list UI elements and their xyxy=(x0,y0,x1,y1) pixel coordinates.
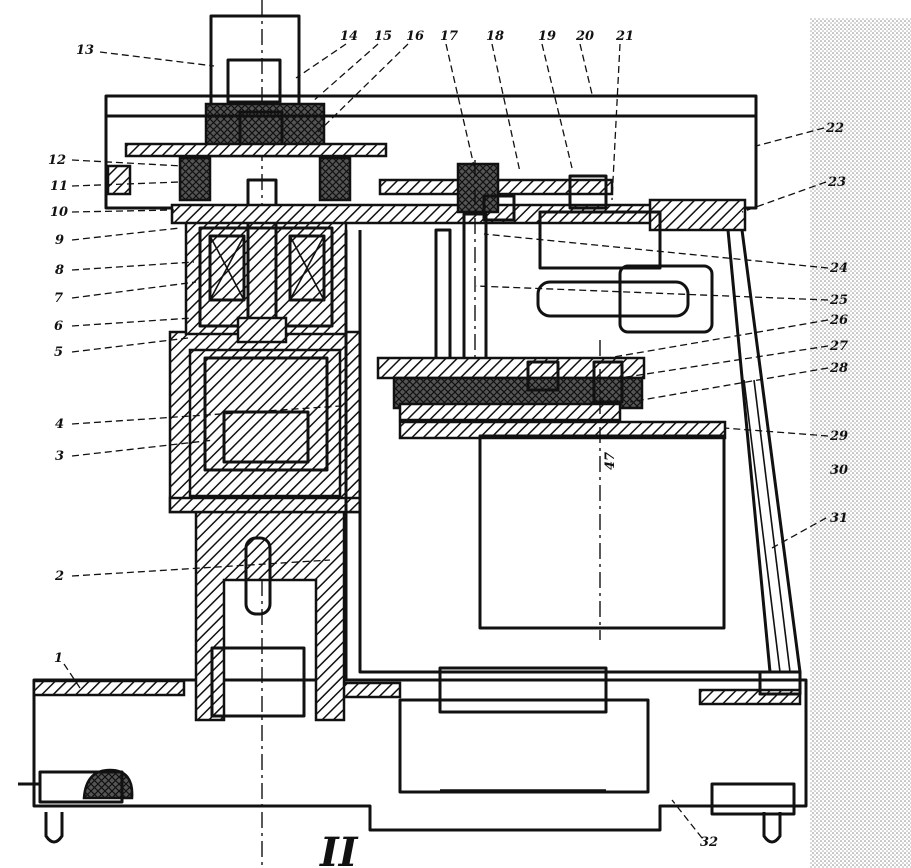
base-frame xyxy=(32,678,808,832)
part-label-21: 21 xyxy=(615,29,634,44)
part-label-27: 27 xyxy=(829,339,848,354)
part-label-5: 5 xyxy=(54,345,63,360)
part-label-16: 16 xyxy=(406,29,424,44)
part-label-29: 29 xyxy=(829,429,848,444)
mid-armature-core xyxy=(222,410,310,464)
coil-left-x xyxy=(209,235,245,301)
side-wire-2 xyxy=(743,379,781,673)
upper-gear-hub xyxy=(456,162,500,214)
part-label-23: 23 xyxy=(827,175,846,190)
part-label-2: 2 xyxy=(54,569,64,584)
motor-upper-case xyxy=(618,264,714,334)
part-label-1: 1 xyxy=(54,651,63,666)
part-label-30: 30 xyxy=(830,463,848,478)
part-label-20: 20 xyxy=(575,29,594,44)
part-label-10: 10 xyxy=(50,205,68,220)
part-label-4: 4 xyxy=(55,417,64,432)
part-label-7: 7 xyxy=(54,291,63,306)
foot-knob-right xyxy=(762,812,782,844)
spindle-foot xyxy=(236,316,288,344)
part-label-28: 28 xyxy=(829,361,848,376)
top-cap xyxy=(209,14,301,110)
lower-disc xyxy=(106,164,132,196)
background-screen-strip xyxy=(810,18,911,868)
middle-pinion xyxy=(592,360,624,404)
lower-motor-body xyxy=(398,698,650,794)
middle-support-plate xyxy=(398,420,727,440)
right-frame-inner xyxy=(726,229,772,673)
large-component-block xyxy=(478,434,726,630)
motor-upper-body xyxy=(536,280,690,318)
part-label-31: 31 xyxy=(830,511,848,526)
middle-gear-hub xyxy=(526,360,560,392)
part-label-8: 8 xyxy=(55,263,64,278)
coil-right xyxy=(288,234,326,302)
bearing-housing-left xyxy=(82,768,134,800)
part-label-15: 15 xyxy=(374,29,392,44)
part-label-6: 6 xyxy=(54,319,63,334)
base-plate xyxy=(32,679,186,697)
leader-lines xyxy=(63,43,829,839)
part-label-group: 1 2 3 4 5 6 7 8 9 10 11 12 13 14 15 16 1… xyxy=(48,29,848,850)
top-disc xyxy=(124,142,388,158)
top-cap-inner xyxy=(226,58,282,104)
main-plate-right xyxy=(648,198,747,232)
part-label-24: 24 xyxy=(829,261,848,276)
base-plate-right xyxy=(698,688,802,706)
foot-left xyxy=(38,770,124,804)
column-lower xyxy=(194,508,346,722)
upper-pinion xyxy=(568,174,608,210)
coil-right-x xyxy=(289,235,325,301)
lower-motor-cylinder xyxy=(438,666,608,714)
mid-flange xyxy=(168,496,362,514)
side-wire-1 xyxy=(753,379,791,673)
left-block xyxy=(178,156,212,202)
part-label-22: 22 xyxy=(825,121,844,136)
part-label-11: 11 xyxy=(50,179,68,194)
part-label-3: 3 xyxy=(55,449,64,464)
upper-clamp xyxy=(482,194,516,222)
column-rod xyxy=(244,536,272,616)
part-label-12: 12 xyxy=(48,153,66,168)
foot-right xyxy=(710,782,796,816)
bottom-roman-mark: II xyxy=(319,829,359,868)
part-label-18: 18 xyxy=(486,29,504,44)
terminal-block-right xyxy=(758,670,802,696)
column-inner-block xyxy=(210,646,306,718)
middle-gear-plate-3 xyxy=(398,402,622,422)
part-label-17: 17 xyxy=(440,29,458,44)
right-frame xyxy=(358,229,802,674)
coil-left xyxy=(208,234,246,302)
inner-mark-47: 47 xyxy=(603,452,618,470)
part-label-25: 25 xyxy=(829,293,848,308)
right-block xyxy=(318,156,352,202)
foot-knob-left xyxy=(44,812,64,844)
part-label-13: 13 xyxy=(76,43,94,58)
part-label-19: 19 xyxy=(538,29,556,44)
part-label-9: 9 xyxy=(55,233,64,248)
part-label-14: 14 xyxy=(340,29,358,44)
part-label-32: 32 xyxy=(700,835,718,850)
mid-armature xyxy=(203,356,329,472)
part-label-26: 26 xyxy=(829,313,848,328)
